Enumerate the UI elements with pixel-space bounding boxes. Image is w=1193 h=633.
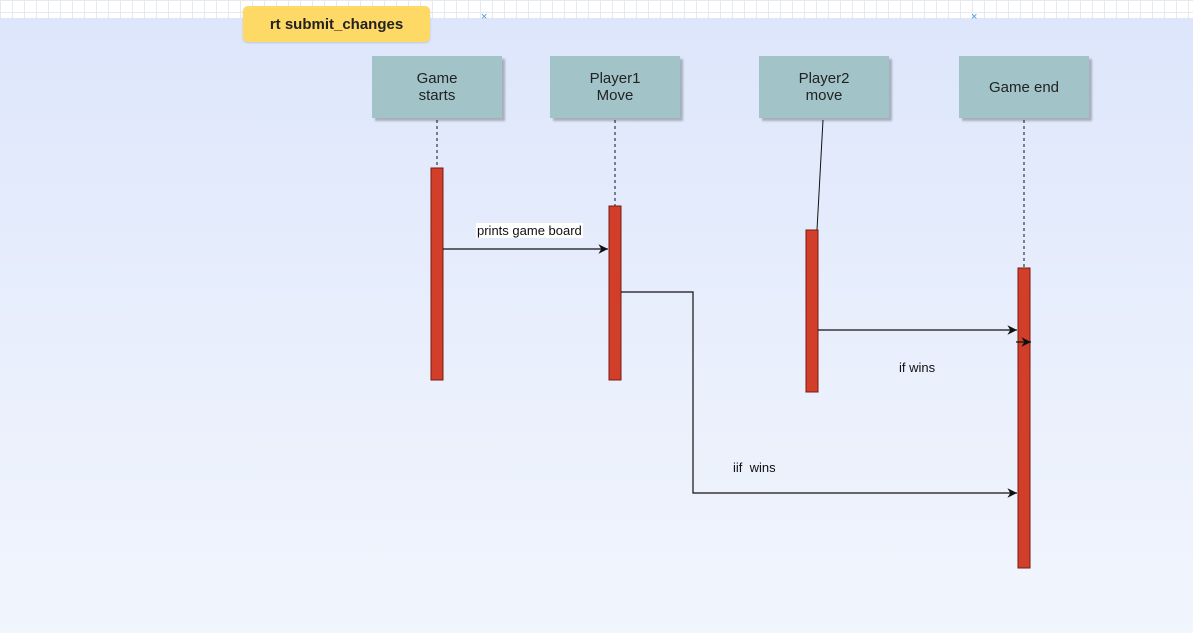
diagram-panel (0, 18, 1193, 633)
activation-game-end[interactable] (1017, 267, 1031, 569)
diagram-tab-label: rt submit_changes (269, 15, 404, 33)
diagram-tab[interactable]: rt submit_changes (243, 6, 430, 42)
close-icon[interactable]: × (481, 11, 488, 23)
activation-player2[interactable] (805, 229, 819, 393)
participant-label: Player1 Move (589, 70, 641, 104)
participant-player1-move[interactable]: Player1 Move (550, 56, 680, 118)
close-icon[interactable]: × (971, 11, 978, 23)
activation-game-starts[interactable] (430, 167, 444, 381)
participant-label: Game end (988, 78, 1060, 96)
participant-player2-move[interactable]: Player2 move (759, 56, 889, 118)
participant-game-starts[interactable]: Game starts (372, 56, 502, 118)
message-label-iif-wins[interactable]: iif wins (733, 460, 776, 475)
activation-player1[interactable] (608, 205, 622, 381)
message-label-if-wins[interactable]: if wins (899, 360, 936, 375)
participant-label: Game starts (416, 70, 458, 104)
lifeline-player2 (816, 119, 824, 231)
participant-game-end[interactable]: Game end (959, 56, 1089, 118)
message-label-prints-game-board[interactable]: prints game board (476, 223, 583, 238)
message-arrow-player1-iif-wins[interactable] (621, 291, 1017, 498)
participant-label: Player2 move (798, 70, 850, 104)
